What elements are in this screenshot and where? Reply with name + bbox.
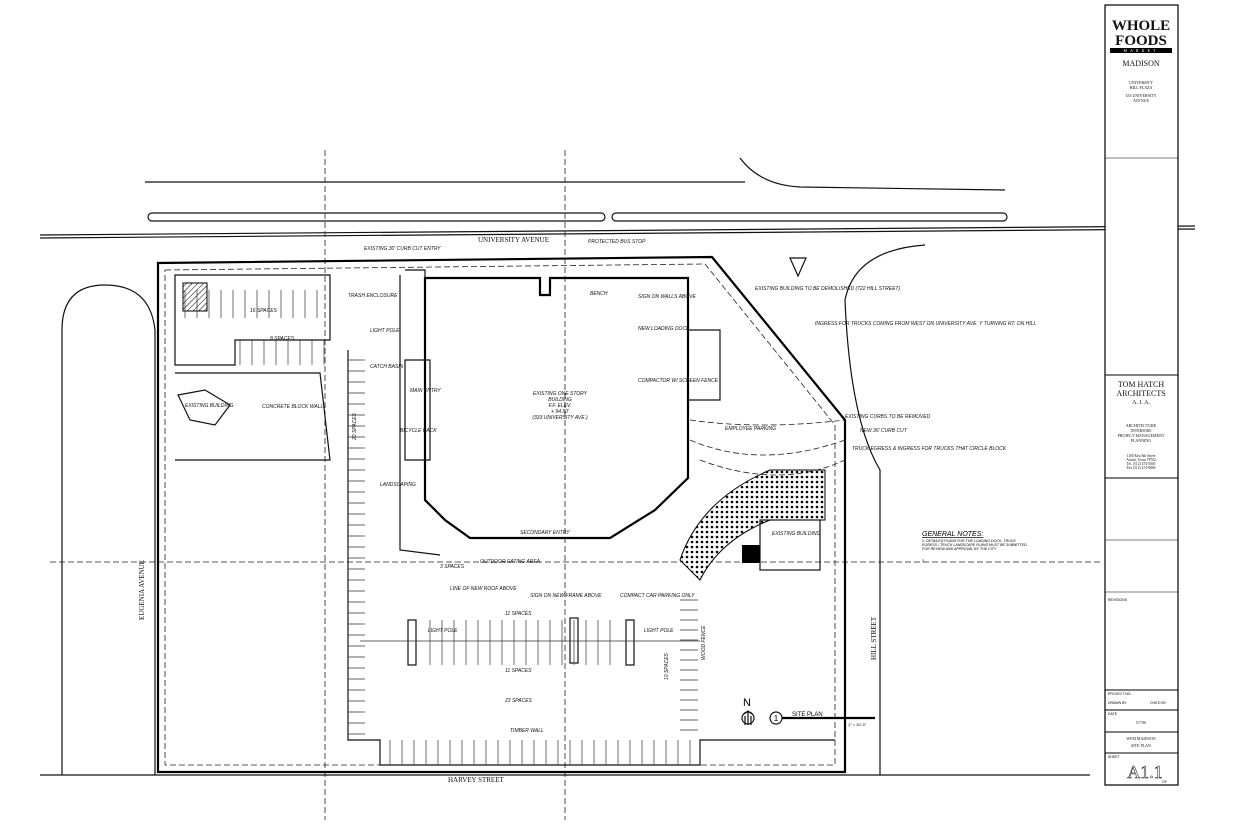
svg-text:Fax (512) 474-8868: Fax (512) 474-8868: [1127, 466, 1156, 470]
svg-text:A1.1: A1.1: [1127, 762, 1163, 782]
svg-text:N: N: [743, 697, 751, 709]
title-block: WHOLE FOODS MARKET MADISON UNIVERSITY HI…: [1104, 4, 1179, 786]
street-label-university: UNIVERSITY AVENUE: [478, 236, 549, 244]
svg-text:2.: 2.: [922, 558, 925, 563]
svg-text:NEW LOADING DOCK: NEW LOADING DOCK: [638, 326, 690, 332]
property-boundary: [156, 255, 847, 774]
svg-text:+ 94.50': + 94.50': [551, 409, 570, 415]
svg-text:TRASH ENCLOSURE: TRASH ENCLOSURE: [348, 293, 398, 299]
svg-text:TRUCK EGRESS & INGRESS FOR TRU: TRUCK EGRESS & INGRESS FOR TRUCKS THAT C…: [852, 446, 1007, 452]
svg-text:OF: OF: [1162, 780, 1167, 784]
existing-building-south: [759, 519, 821, 571]
svg-text:PLANNING: PLANNING: [1131, 438, 1152, 443]
street-label-harvey: HARVEY STREET: [448, 776, 504, 784]
svg-text:MAIN ENTRY: MAIN ENTRY: [410, 388, 441, 394]
svg-text:LIGHT POLE: LIGHT POLE: [370, 328, 400, 334]
svg-text:SITE PLAN: SITE PLAN: [1131, 743, 1151, 748]
svg-text:UNIVERSITY: UNIVERSITY: [1129, 80, 1153, 85]
svg-text:EXISTING CURBS TO BE REMOVED: EXISTING CURBS TO BE REMOVED: [845, 414, 931, 420]
svg-text:DRAWN BY: DRAWN BY: [1108, 701, 1127, 705]
existing-building-south-label: EXISTING BUILDING: [772, 531, 820, 537]
truck-loading-area: [679, 469, 826, 581]
svg-text:SECONDARY ENTRY: SECONDARY ENTRY: [520, 530, 570, 536]
svg-text:WFM MADISON: WFM MADISON: [1126, 736, 1155, 741]
svg-text:FOODS: FOODS: [1115, 33, 1167, 49]
svg-text:EMPLOYEE PARKING: EMPLOYEE PARKING: [725, 426, 776, 432]
svg-text:SHEET: SHEET: [1108, 755, 1121, 759]
svg-text:1: 1: [774, 714, 779, 723]
svg-text:333 UNIVERSITY: 333 UNIVERSITY: [1126, 93, 1157, 98]
svg-text:HILL PLAZA: HILL PLAZA: [1130, 85, 1153, 90]
svg-text:EXISTING BUILDING TO BE DEMOLI: EXISTING BUILDING TO BE DEMOLISHED (722 …: [755, 286, 900, 292]
existing-building-west-label: EXISTING BUILDING: [185, 403, 233, 409]
svg-text:GENERAL NOTES:: GENERAL NOTES:: [922, 531, 983, 538]
svg-text:ARCHITECTS: ARCHITECTS: [1116, 389, 1165, 398]
svg-text:1" = 20'-0": 1" = 20'-0": [848, 722, 867, 727]
svg-text:CATCH BASIN: CATCH BASIN: [370, 364, 404, 370]
svg-text:EXISTING 30' CURB CUT ENTRY: EXISTING 30' CURB CUT ENTRY: [364, 246, 441, 252]
general-notes: GENERAL NOTES: 1. DETAILED PLANS FOR THE…: [922, 531, 1027, 563]
svg-text:AVENUE: AVENUE: [1133, 98, 1149, 103]
svg-text:EXISTING ONE STORY: EXISTING ONE STORY: [533, 391, 588, 397]
svg-text:SITE PLAN: SITE PLAN: [792, 712, 823, 718]
svg-text:LIGHT POLE: LIGHT POLE: [428, 628, 458, 634]
svg-text:3 SPACES: 3 SPACES: [440, 564, 465, 570]
svg-text:Austin, Texas 78702: Austin, Texas 78702: [1126, 458, 1156, 463]
svg-text:F.F. ELEV.: F.F. ELEV.: [549, 403, 572, 409]
svg-text:LIGHT POLE: LIGHT POLE: [644, 628, 674, 634]
svg-text:COMPACT CAR PARKING ONLY: COMPACT CAR PARKING ONLY: [620, 593, 695, 599]
svg-text:11 SPACES: 11 SPACES: [505, 668, 532, 674]
svg-text:INTERIORS: INTERIORS: [1131, 428, 1152, 433]
svg-text:DATE: DATE: [1108, 712, 1118, 716]
svg-text:BENCH: BENCH: [590, 291, 608, 297]
svg-text:A. I. A.: A. I. A.: [1132, 400, 1150, 406]
svg-text:CHK'D BY: CHK'D BY: [1150, 701, 1167, 705]
annotations: PROTECTED BUS STOP BENCH SIGN ON WALLS A…: [250, 239, 1036, 734]
university-avenue-roadway: [39, 150, 1196, 820]
svg-text:8 SPACES: 8 SPACES: [270, 336, 295, 342]
svg-text:SIGN ON WALLS ABOVE: SIGN ON WALLS ABOVE: [638, 294, 696, 300]
svg-text:(333 UNIVERSITY AVE.): (333 UNIVERSITY AVE.): [532, 415, 588, 421]
svg-text:5/7/96: 5/7/96: [1136, 720, 1146, 725]
svg-text:MADISON: MADISON: [1122, 59, 1160, 68]
svg-text:20 SPACES: 20 SPACES: [352, 412, 358, 441]
street-label-eugenia: EUGENIA AVENUE: [138, 560, 146, 620]
street-label-hill: HILL STREET: [870, 616, 878, 660]
eugenia-avenue-curb: [40, 284, 1090, 776]
svg-text:LINE OF NEW ROOF ABOVE: LINE OF NEW ROOF ABOVE: [450, 586, 517, 592]
svg-text:SIGN ON NEW FRAME ABOVE: SIGN ON NEW FRAME ABOVE: [530, 593, 602, 599]
svg-text:Tel. (512) 474-5040: Tel. (512) 474-5040: [1127, 462, 1156, 466]
svg-text:23 SPACES: 23 SPACES: [504, 698, 533, 704]
site-plan-caption: N 1 SITE PLAN 1" = 20'-0": [741, 697, 875, 727]
building-label: EXISTING ONE STORY BUILDING F.F. ELEV. +…: [532, 391, 588, 421]
svg-text:PROJECT NO.: PROJECT NO.: [1108, 692, 1131, 696]
west-parking-lot: [174, 274, 331, 461]
svg-text:1100 East 6th Street: 1100 East 6th Street: [1127, 454, 1156, 458]
svg-text:10 SPACES: 10 SPACES: [664, 652, 670, 680]
svg-text:WOOD FENCE: WOOD FENCE: [701, 625, 707, 660]
svg-text:LANDSCAPING: LANDSCAPING: [380, 482, 416, 488]
north-arrow-icon: [741, 710, 755, 725]
svg-text:COMPACTOR W/ SCREEN FENCE: COMPACTOR W/ SCREEN FENCE: [638, 378, 719, 384]
hill-street-curb: [789, 244, 926, 775]
svg-text:16 SPACES: 16 SPACES: [250, 308, 278, 314]
svg-text:BICYCLE RACK: BICYCLE RACK: [400, 428, 437, 434]
svg-text:REVISIONS: REVISIONS: [1108, 598, 1128, 602]
south-parking-lot: [184, 290, 835, 766]
svg-text:PROJECT MANAGEMENT: PROJECT MANAGEMENT: [1118, 433, 1165, 438]
svg-text:NEW 36' CURB CUT: NEW 36' CURB CUT: [860, 428, 908, 434]
svg-text:11 SPACES: 11 SPACES: [505, 611, 532, 617]
svg-text:INGRESS FOR TRUCKS COMING FROM: INGRESS FOR TRUCKS COMING FROM WEST ON U…: [815, 321, 1036, 327]
svg-text:TOM HATCH: TOM HATCH: [1118, 380, 1165, 389]
svg-text:CONCRETE BLOCK WALL: CONCRETE BLOCK WALL: [262, 404, 324, 410]
svg-text:TIMBER WALL: TIMBER WALL: [510, 728, 544, 734]
svg-text:MARKET: MARKET: [1124, 48, 1159, 53]
existing-building: [423, 276, 690, 540]
svg-text:OUTDOOR EATING AREA: OUTDOOR EATING AREA: [480, 559, 541, 565]
svg-text:ARCHITECTURE: ARCHITECTURE: [1126, 423, 1157, 428]
whole-foods-logo: WHOLE: [1112, 18, 1170, 34]
svg-text:BUILDING: BUILDING: [548, 397, 572, 403]
svg-text:PROTECTED BUS STOP: PROTECTED BUS STOP: [588, 239, 646, 245]
